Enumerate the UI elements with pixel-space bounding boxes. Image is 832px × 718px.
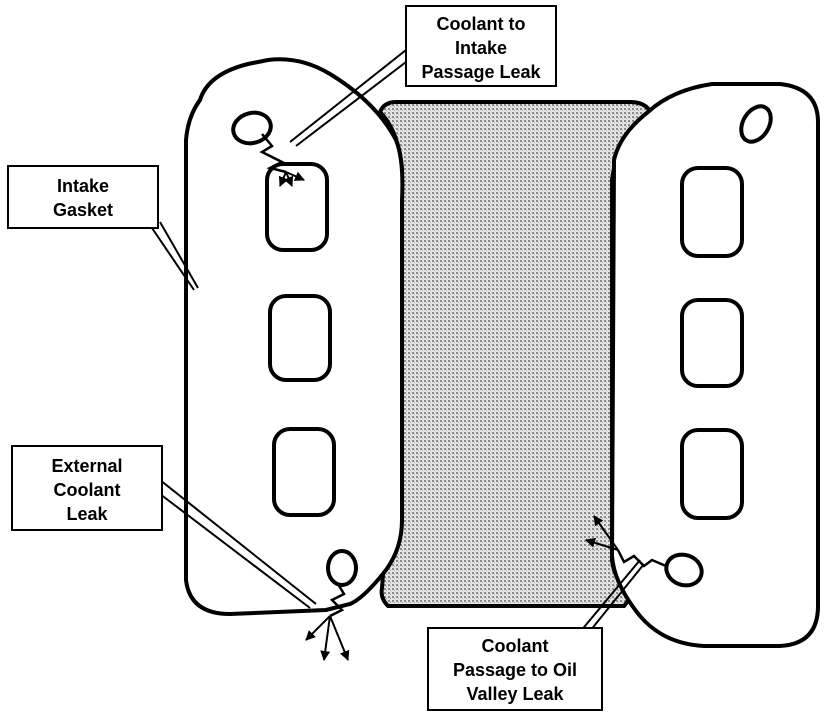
external-leak-arrow-2 [320,615,331,661]
callout-coolant-to-intake-line-1: Coolant to [437,14,526,34]
leader-oil-valley-2 [585,563,645,637]
left-top-coolant-hole [231,110,273,146]
right-port-2 [680,298,744,388]
leader-external-coolant-2 [159,493,311,609]
callout-external-coolant-line-2: Coolant [54,480,121,500]
right-top-hole [739,104,773,144]
intake-leak-arrow-1 [278,171,289,187]
left-bottom-coolant-hole [326,549,358,587]
callout-oil-valley-line-2: Passage to Oil [453,660,577,680]
leader-intake-gasket-2 [151,227,195,291]
oil-valley-leak-arrow-1 [585,537,619,551]
callout-intake-gasket: Intake Gasket [7,165,159,229]
callout-oil-valley-line-1: Coolant [482,636,549,656]
callout-external-coolant: External Coolant Leak [11,445,163,531]
leader-coolant-to-intake-1 [289,49,407,143]
intake-leak-arrow-3 [285,171,305,181]
oil-valley-leak-arrow-2 [593,515,619,551]
right-port-3 [680,428,744,520]
callout-coolant-to-intake-line-3: Passage Leak [421,62,541,82]
external-leak-arrow-3 [329,615,350,661]
left-port-2 [268,294,332,382]
leader-oil-valley-1 [579,559,641,633]
callout-oil-valley-line-3: Valley Leak [466,684,564,704]
leader-intake-gasket-1 [159,221,199,289]
callout-intake-gasket-line-2: Gasket [53,200,113,220]
callout-coolant-to-intake-line-2: Intake [455,38,507,58]
callout-intake-gasket-line-1: Intake [57,176,109,196]
right-port-1 [680,166,744,258]
callout-coolant-to-intake: Coolant to Intake Passage Leak [405,5,557,87]
leader-external-coolant-1 [159,479,317,605]
external-leak-arrow-1 [305,615,331,641]
intake-leak-arrow-2 [283,171,294,187]
right-bottom-coolant-hole [664,552,704,588]
callout-external-coolant-line-3: Leak [66,504,108,524]
leader-coolant-to-intake-2 [295,61,407,147]
external-leak-crack [329,583,346,618]
intake-leak-crack [259,133,287,174]
left-port-3 [272,427,336,517]
callout-coolant-to-oil-valley: Coolant Passage to Oil Valley Leak [427,627,603,711]
callout-external-coolant-line-1: External [51,456,122,476]
